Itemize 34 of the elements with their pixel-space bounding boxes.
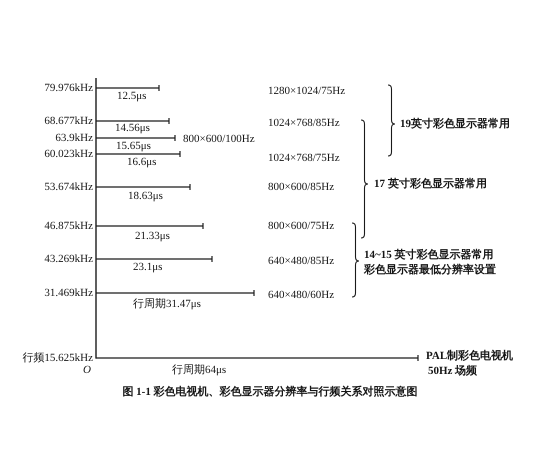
- origin-label: O: [83, 364, 91, 376]
- resolution-label: 800×600/100Hz: [183, 133, 255, 145]
- brace-note: 17 英寸彩色显示器常用: [374, 178, 487, 190]
- period-label: 行周期31.47μs: [133, 298, 201, 310]
- resolution-label: 800×600/85Hz: [268, 181, 334, 193]
- resolution-label: 640×480/60Hz: [268, 289, 334, 301]
- brace-note: 彩色显示器最低分辨率设置: [364, 264, 496, 276]
- frequency-label: 46.875kHz: [44, 220, 93, 232]
- figure-caption: 图 1-1 彩色电视机、彩色显示器分辨率与行频关系对照示意图: [122, 386, 418, 398]
- frequency-label: 31.469kHz: [44, 287, 93, 299]
- resolution-label: 640×480/85Hz: [268, 255, 334, 267]
- axis-end-label: 50Hz 场频: [428, 365, 478, 377]
- period-label: 18.63μs: [128, 190, 163, 202]
- period-label: 12.5μs: [117, 90, 146, 102]
- frequency-label: 63.9kHz: [55, 132, 93, 144]
- frequency-label: 行频15.625kHz: [22, 352, 93, 364]
- period-label: 行周期64μs: [172, 364, 226, 376]
- resolution-label: 800×600/75Hz: [268, 220, 334, 232]
- period-label: 14.56μs: [115, 122, 150, 134]
- axis-end-label: PAL制彩色电视机: [426, 350, 514, 362]
- brace-note: 14~15 英寸彩色显示器常用: [364, 249, 494, 261]
- resolution-label: 1024×768/75Hz: [268, 152, 340, 164]
- resolution-label: 1024×768/85Hz: [268, 117, 340, 129]
- frequency-label: 43.269kHz: [44, 253, 93, 265]
- frequency-label: 60.023kHz: [44, 148, 93, 160]
- period-label: 15.65μs: [116, 140, 151, 152]
- period-label: 21.33μs: [135, 230, 170, 242]
- frequency-label: 79.976kHz: [44, 82, 93, 94]
- period-label: 23.1μs: [133, 261, 162, 273]
- frequency-label: 53.674kHz: [44, 181, 93, 193]
- brace-note: 19英寸彩色显示器常用: [400, 118, 510, 130]
- frequency-label: 68.677kHz: [44, 115, 93, 127]
- period-label: 16.6μs: [127, 156, 156, 168]
- resolution-label: 1280×1024/75Hz: [268, 85, 346, 97]
